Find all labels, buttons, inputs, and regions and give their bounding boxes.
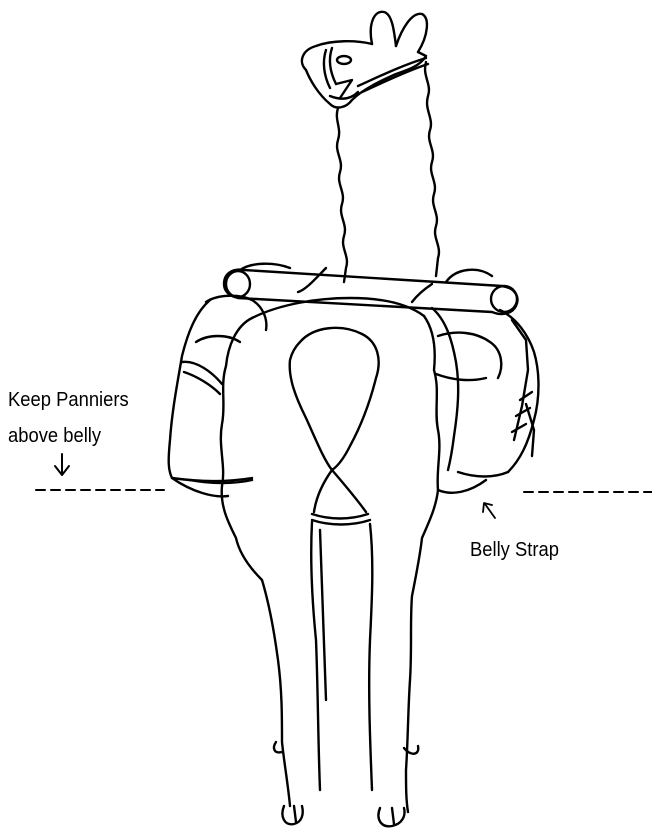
pannier-right — [432, 308, 539, 477]
pack-saddle — [224, 264, 517, 314]
keep-panniers-label: Keep Panniers — [8, 388, 129, 412]
arrow-up-left-icon — [483, 503, 495, 518]
belly-strap-label: Belly Strap — [470, 538, 559, 562]
llama-body — [221, 298, 440, 812]
arrow-down-icon — [55, 454, 69, 475]
above-belly-label: above belly — [8, 424, 101, 448]
llama-feet — [274, 742, 418, 826]
llama-head — [302, 12, 428, 108]
pannier-left — [169, 296, 267, 483]
